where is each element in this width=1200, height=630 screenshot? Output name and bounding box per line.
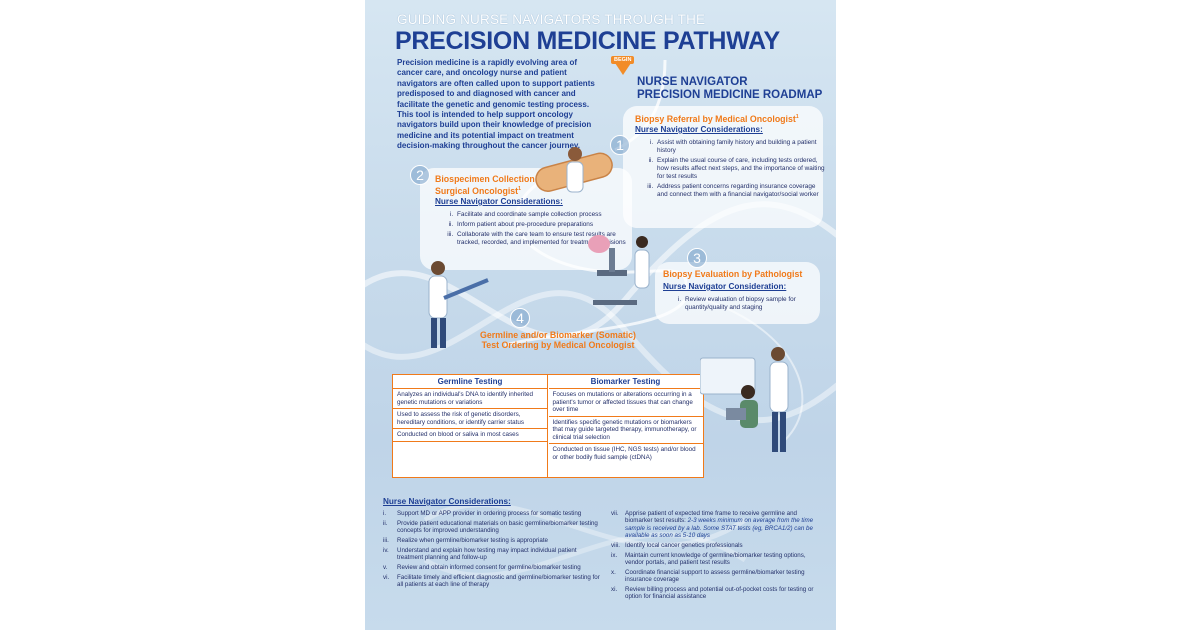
list-item: Review evaluation of biopsy sample for q… [683,296,825,312]
list-item: Explain the usual course of care, includ… [655,157,827,181]
poster-title: PRECISION MEDICINE PATHWAY [395,27,780,55]
step3-considerations-list: Review evaluation of biopsy sample for q… [671,296,825,314]
list-item: i.Support MD or APP provider in ordering… [383,510,582,517]
step3-title: Biopsy Evaluation by Pathologist [663,269,803,279]
step2-considerations-list: Facilitate and coordinate sample collect… [443,211,635,249]
step3-considerations-label: Nurse Navigator Consideration: [663,282,787,291]
table-row: Focuses on mutations or alterations occu… [548,389,703,417]
list-item: x.Coordinate financial support to assess… [611,568,805,584]
list-item: Collaborate with the care team to ensure… [455,231,635,247]
list-item: vii.Apprise patient of expected time fra… [611,510,814,539]
list-item: vi.Facilitate timely and efficient diagn… [383,574,600,589]
list-item: Assist with obtaining family history and… [655,139,827,155]
biomarker-column: Biomarker Testing Focuses on mutations o… [548,375,703,463]
begin-label: BEGIN [611,56,635,64]
roadmap-title-line1: NURSE NAVIGATOR [637,76,748,88]
poster-subtitle: GUIDING NURSE NAVIGATORS THROUGH THE [397,12,706,27]
list-item: Inform patient about pre-procedure prepa… [455,221,635,229]
intro-paragraph: Precision medicine is a rapidly evolving… [397,58,595,151]
roadmap-title: NURSE NAVIGATOR PRECISION MEDICINE ROADM… [637,76,827,101]
step4-number: 4 [510,308,530,328]
begin-arrow-icon [615,63,631,75]
list-item: ix.Maintain current knowledge of germlin… [611,551,806,566]
step2-title: Biospecimen Collection by Surgical Oncol… [435,174,548,196]
step1-considerations-list: Assist with obtaining family history and… [643,139,827,201]
list-item: Facilitate and coordinate sample collect… [455,211,635,219]
table-row: Identifies specific genetic mutations or… [548,417,703,444]
table-row: Analyzes an individual's DNA to identify… [393,389,547,409]
step4-title: Germline and/or Biomarker (Somatic) Test… [480,330,636,350]
list-item: iv.Understand and explain how testing ma… [383,546,577,562]
step2-card [420,168,632,270]
list-item: Address patient concerns regarding insur… [655,183,827,199]
step2-considerations-label: Nurse Navigator Considerations: [435,197,563,206]
doctors-with-laptop-illustration [700,347,789,452]
surgeon-illustration [535,147,613,193]
list-item: ii.Provide patient educational materials… [383,519,598,535]
step1-number: 1 [610,135,630,155]
list-item: xi.Review billing process and potential … [611,586,814,601]
general-considerations-title: Nurse Navigator Considerations: [383,497,511,506]
roadmap-title-line2: PRECISION MEDICINE ROADMAP [637,88,823,101]
list-item: iii.Realize when germline/biomarker test… [383,537,548,545]
table-row: Conducted on tissue (IHC, NGS tests) and… [552,446,696,461]
germline-column: Germline Testing Analyzes an individual'… [393,375,548,477]
germline-header: Germline Testing [393,375,547,389]
testing-comparison-table: Germline Testing Analyzes an individual'… [392,374,704,478]
step1-considerations-label: Nurse Navigator Considerations: [635,125,763,134]
biomarker-header: Biomarker Testing [548,375,703,389]
step1-title: Biopsy Referral by Medical Oncologist1 [635,113,799,124]
step1-card [623,106,823,228]
general-considerations-right-list: vii.Apprise patient of expected time fra… [611,510,821,603]
general-considerations-left-list: i.Support MD or APP provider in ordering… [383,510,603,591]
list-item: viii.Identify local cancer genetics prof… [611,541,743,549]
list-item: v.Review and obtain informed consent for… [383,564,581,572]
infographic-poster: GUIDING NURSE NAVIGATORS THROUGH THE PRE… [365,0,836,630]
step3-number: 3 [687,248,707,268]
nurse-with-syringe-illustration [428,261,489,348]
step2-number: 2 [410,165,430,185]
step3-card [655,262,820,324]
microscope-scientist-illustration [588,235,650,305]
table-row: Used to assess the risk of genetic disor… [393,409,547,429]
table-row: Conducted on blood or saliva in most cas… [393,429,547,442]
